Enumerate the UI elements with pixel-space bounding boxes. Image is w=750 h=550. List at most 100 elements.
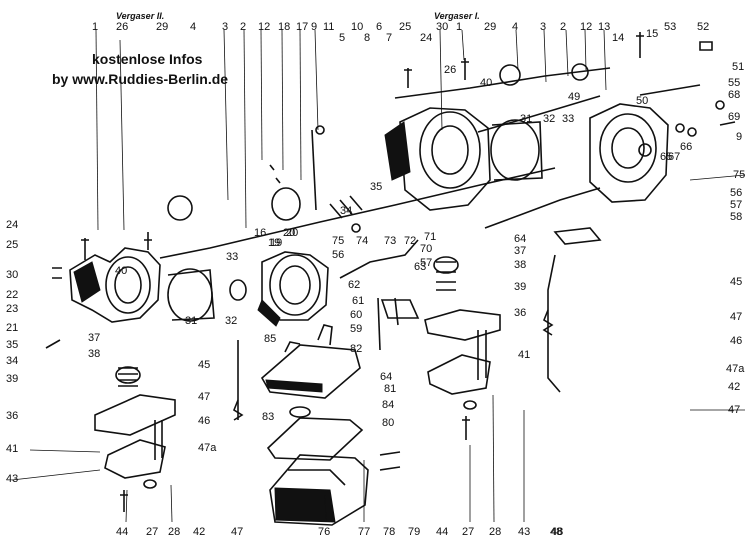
callout-number: 57 xyxy=(730,199,742,211)
callout-number: 39 xyxy=(6,373,18,385)
callout-number: 77 xyxy=(358,526,370,538)
callout-number: 38 xyxy=(88,348,100,360)
callout-number: 29 xyxy=(484,21,496,33)
callout-number: 74 xyxy=(356,235,368,247)
callout-number: 55 xyxy=(728,77,740,89)
callout-number: 78 xyxy=(383,526,395,538)
callout-number: 9 xyxy=(736,131,742,143)
callout-number: 28 xyxy=(489,526,501,538)
callout-number: 68 xyxy=(728,89,740,101)
callout-number: 45 xyxy=(730,276,742,288)
callout-number: 10 xyxy=(351,21,363,33)
callout-number: 29 xyxy=(156,21,168,33)
float-chamber xyxy=(269,406,401,526)
carburetor-parts-drawing xyxy=(11,29,746,526)
callout-number: 57 xyxy=(420,257,432,269)
callout-number: 79 xyxy=(408,526,420,538)
callout-number: 76 xyxy=(318,526,330,538)
callout-number: 31 xyxy=(520,113,532,125)
right-carburetor-body xyxy=(384,67,669,211)
linkage-rods xyxy=(233,84,701,421)
callout-number: 31 xyxy=(185,315,197,327)
callout-number: 45 xyxy=(198,359,210,371)
callout-number: 56 xyxy=(332,249,344,261)
callout-number: 58 xyxy=(730,211,742,223)
callout-number: 35 xyxy=(370,181,382,193)
callout-number: 1 xyxy=(92,21,98,33)
carburetor-ii-caption: Vergaser II. xyxy=(116,11,165,21)
callout-number: 80 xyxy=(382,417,394,429)
callout-number: 65 xyxy=(660,151,672,163)
right-pump-assembly xyxy=(424,256,501,440)
callout-number: 12 xyxy=(580,21,592,33)
callout-number: 19 xyxy=(268,237,280,249)
callout-number: 38 xyxy=(514,259,526,271)
small-hardware xyxy=(45,32,736,351)
callout-number: 19 xyxy=(270,237,282,249)
callout-number: 85 xyxy=(264,333,276,345)
float-chamber-lid xyxy=(260,324,364,461)
callout-number: 43 xyxy=(6,473,18,485)
left-carburetor-body xyxy=(69,247,247,323)
credit-line-1: kostenlose Infos xyxy=(92,51,203,67)
callout-number: 64 xyxy=(514,233,526,245)
callout-number: 33 xyxy=(562,113,574,125)
callout-number: 4 xyxy=(512,21,518,33)
callout-number: 4 xyxy=(190,21,196,33)
callout-number: 21 xyxy=(6,322,18,334)
callout-number: 12 xyxy=(258,21,270,33)
callout-number: 8 xyxy=(364,32,370,44)
callout-number: 44 xyxy=(436,526,448,538)
callout-number: 41 xyxy=(518,349,530,361)
callout-number: 24 xyxy=(6,219,18,231)
callout-number: 64 xyxy=(380,371,392,383)
credit-line-2: by www.Ruddies-Berlin.de xyxy=(52,71,229,87)
callout-number: 39 xyxy=(514,281,526,293)
callout-number: 47 xyxy=(198,391,210,403)
callout-number: 37 xyxy=(88,332,100,344)
callout-number: 27 xyxy=(462,526,474,538)
callout-number: 14 xyxy=(612,32,624,44)
callout-number: 75 xyxy=(733,169,745,181)
callout-number: 70 xyxy=(420,243,432,255)
callout-number: 37 xyxy=(514,245,526,257)
callout-number: 36 xyxy=(6,410,18,422)
callout-number: 83 xyxy=(262,411,274,423)
callout-number: 5 xyxy=(339,32,345,44)
callout-number: 13 xyxy=(598,21,610,33)
callout-number: 42 xyxy=(728,381,740,393)
callout-number: 41 xyxy=(6,443,18,455)
callout-number: 56 xyxy=(730,187,742,199)
callout-number: 2 xyxy=(240,21,246,33)
callout-number: 7 xyxy=(386,32,392,44)
callout-number: 2 xyxy=(560,21,566,33)
callout-number: 3 xyxy=(222,21,228,33)
callout-number: 27 xyxy=(146,526,158,538)
callout-number: 53 xyxy=(664,21,676,33)
callout-number: 20 xyxy=(286,227,298,239)
callout-number: 47a xyxy=(726,363,745,375)
callout-number: 40 xyxy=(480,77,492,89)
callout-number: 32 xyxy=(543,113,555,125)
callout-number: 46 xyxy=(730,335,742,347)
callout-number: 44 xyxy=(116,526,128,538)
callout-number: 6 xyxy=(376,21,382,33)
callout-number: 26 xyxy=(444,64,456,76)
callout-number: 28 xyxy=(168,526,180,538)
callout-number: 81 xyxy=(384,383,396,395)
callout-number: 52 xyxy=(697,21,709,33)
callout-number: 69 xyxy=(728,111,740,123)
callout-number: 47 xyxy=(728,404,740,416)
callout-number: 63 xyxy=(414,261,426,273)
callout-number: 61 xyxy=(352,295,364,307)
callout-number: 47 xyxy=(730,311,742,323)
callout-number: 71 xyxy=(424,231,436,243)
callout-number: 51 xyxy=(732,61,744,73)
callout-number: 23 xyxy=(6,303,18,315)
callout-number: 82 xyxy=(350,343,362,355)
callout-number: 25 xyxy=(399,21,411,33)
callout-number: 25 xyxy=(6,239,18,251)
callout-number: 43 xyxy=(518,526,530,538)
